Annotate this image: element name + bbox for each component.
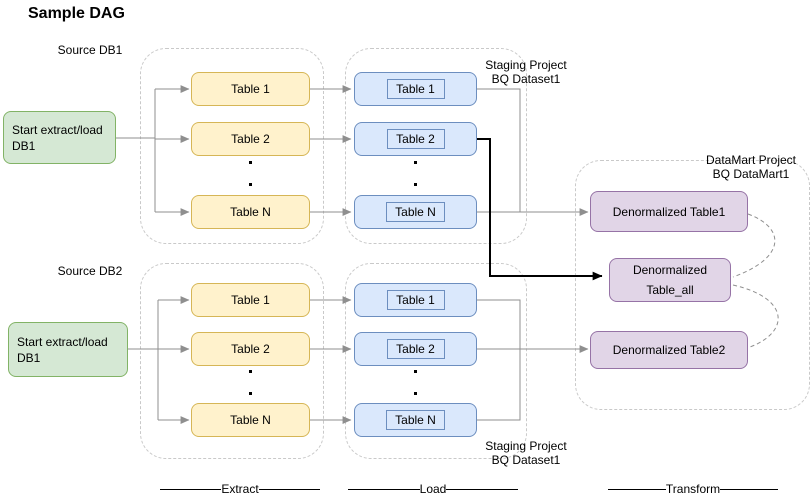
stage-rule (446, 488, 519, 490)
stage-label-load: Load (348, 482, 519, 496)
load-table-n-db1: Table N (354, 195, 477, 229)
ellipsis-dot (249, 370, 252, 373)
load-table-2-db2: Table 2 (354, 332, 477, 366)
ellipsis-dot (249, 183, 252, 186)
ellipsis-dot (249, 161, 252, 164)
stage-label-transform: Transform (608, 482, 779, 496)
extract-table-n-db1: Table N (191, 195, 310, 229)
start-node-db2: Start extract/load DB1 (8, 322, 128, 377)
stage-rule (258, 488, 320, 490)
stage-rule (348, 488, 420, 490)
load-table-inner-box: Table 2 (386, 339, 445, 359)
datamart-container (575, 160, 810, 410)
stage-label-extract: Extract (160, 482, 320, 496)
load-table-inner-box: Table 1 (386, 290, 445, 310)
denormalized-table1-node: Denormalized Table1 (590, 191, 748, 232)
diagram-title: Sample DAG (28, 5, 125, 22)
ellipsis-dot (414, 392, 417, 395)
load-table-n-db2: Table N (354, 403, 477, 437)
load-table-inner-box: Table 1 (386, 79, 445, 99)
ellipsis-dot (249, 392, 252, 395)
ellipsis-dot (414, 370, 417, 373)
extract-table-1-db1: Table 1 (191, 72, 310, 106)
extract-table-1-db2: Table 1 (191, 283, 310, 317)
stage-rule (160, 488, 222, 490)
load-table-2-db1: Table 2 (354, 122, 477, 156)
extract-table-n-db2: Table N (191, 403, 310, 437)
load-table-inner-box: Table 2 (386, 129, 445, 149)
stage-rule (720, 488, 779, 490)
extract-table-2-db2: Table 2 (191, 332, 310, 366)
source-db1-label: Source DB1 (57, 43, 123, 57)
ellipsis-dot (414, 161, 417, 164)
start-node-db1: Start extract/load DB1 (3, 111, 116, 164)
denormalized-table-all-node: Denormalized Table_all (609, 258, 731, 302)
load-table-inner-box: Table N (386, 202, 445, 222)
load-table-1-db2: Table 1 (354, 283, 477, 317)
load-table-inner-box: Table N (386, 410, 445, 430)
load-container-db2 (345, 263, 527, 459)
staging-label-db2: Staging Project BQ Dataset1 (485, 439, 567, 467)
ellipsis-dot (414, 183, 417, 186)
load-table-1-db1: Table 1 (354, 72, 477, 106)
datamart-label: DataMart Project BQ DataMart1 (705, 153, 797, 181)
source-db2-label: Source DB2 (57, 264, 123, 278)
denormalized-table2-node: Denormalized Table2 (590, 331, 748, 369)
staging-label-db1: Staging Project BQ Dataset1 (485, 58, 567, 86)
stage-rule (608, 488, 666, 490)
extract-table-2-db1: Table 2 (191, 122, 310, 156)
